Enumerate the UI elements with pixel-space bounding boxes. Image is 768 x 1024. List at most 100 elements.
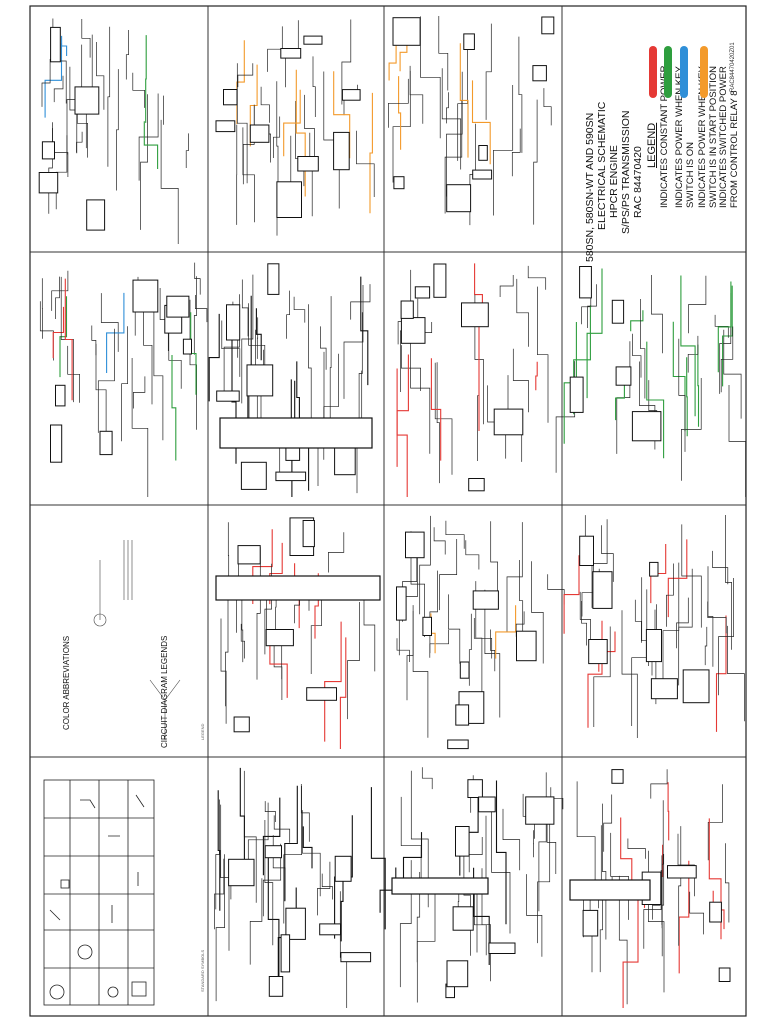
wire	[107, 26, 111, 167]
wire	[630, 310, 644, 332]
title-line-4: S/PS/PS TRANSMISSION	[620, 110, 632, 234]
wire	[356, 130, 375, 197]
wire	[396, 354, 409, 467]
wire	[61, 35, 68, 56]
component-box	[319, 923, 342, 936]
component-box	[215, 120, 236, 133]
title-line-2: ELECTRICAL SCHEMATIC	[596, 101, 608, 230]
component-box	[267, 263, 280, 295]
wire	[707, 784, 723, 861]
wire	[283, 89, 301, 157]
wire	[704, 626, 708, 666]
title-line-1: 580SN, 580SN-WT AND 590SN	[584, 112, 596, 262]
wire	[59, 296, 68, 378]
wire	[438, 16, 449, 91]
wire	[468, 837, 483, 873]
component-box	[493, 408, 524, 436]
wire	[339, 637, 347, 749]
component-box	[340, 952, 372, 963]
component-box	[422, 616, 432, 636]
component-box	[582, 909, 599, 937]
wire	[406, 611, 414, 701]
wire	[680, 275, 696, 417]
swatch-key-start	[680, 46, 688, 98]
wire	[677, 833, 695, 897]
wire	[272, 835, 286, 901]
component-box	[667, 865, 697, 879]
component-layer	[38, 16, 731, 999]
component-box	[592, 571, 613, 609]
wire	[593, 626, 611, 727]
wire	[260, 86, 270, 123]
wire	[615, 376, 625, 421]
component-box	[541, 16, 555, 35]
title-line-5: RAC 84470420	[632, 146, 644, 218]
wire	[171, 355, 177, 461]
wire	[678, 568, 693, 686]
wire	[667, 539, 688, 618]
wire	[429, 570, 438, 654]
wire	[634, 599, 642, 643]
component-box	[233, 716, 250, 733]
wire	[515, 611, 525, 637]
wire	[651, 275, 663, 354]
component-box	[74, 86, 100, 115]
wire	[262, 843, 282, 917]
wire	[681, 524, 702, 628]
wire	[718, 578, 734, 696]
wire	[474, 894, 487, 956]
component-box	[99, 430, 113, 456]
wire	[420, 16, 441, 139]
wire	[725, 515, 732, 650]
wire	[369, 92, 373, 214]
wire	[333, 71, 351, 159]
wire	[511, 128, 521, 177]
wire	[168, 331, 182, 389]
wire	[512, 348, 529, 413]
wire	[490, 629, 496, 672]
component-box	[525, 796, 555, 825]
wire	[400, 796, 422, 895]
wire	[421, 767, 433, 790]
wire	[661, 854, 665, 957]
component-box	[400, 300, 414, 319]
wire	[446, 71, 463, 197]
component-box	[333, 131, 350, 171]
wire	[392, 70, 411, 183]
component-box	[216, 390, 240, 402]
wire	[538, 772, 547, 912]
wire	[416, 880, 436, 1003]
wire	[410, 322, 431, 454]
wire	[419, 515, 431, 615]
wire	[519, 560, 524, 642]
wire	[465, 540, 480, 570]
wire	[537, 286, 549, 423]
component-box	[650, 678, 678, 700]
component-box	[446, 184, 472, 213]
wire	[293, 296, 306, 323]
wire	[343, 285, 364, 399]
component-box	[478, 796, 496, 813]
wire	[485, 23, 492, 120]
wire	[402, 832, 423, 883]
wire	[91, 325, 97, 356]
wire	[543, 88, 552, 126]
component-box	[611, 299, 625, 324]
wire	[493, 85, 514, 216]
wire	[283, 786, 302, 924]
wire	[48, 122, 53, 214]
wire	[707, 566, 714, 667]
wire	[52, 128, 69, 177]
component-box	[280, 934, 291, 973]
wire	[526, 874, 543, 957]
component-box	[396, 586, 407, 621]
wire	[96, 42, 105, 110]
wire	[531, 561, 544, 664]
wire	[687, 335, 699, 373]
component-box	[280, 48, 302, 59]
connector-block	[569, 879, 651, 901]
wire	[237, 63, 254, 88]
wire	[631, 589, 648, 726]
wire	[546, 810, 557, 874]
wire	[273, 633, 283, 700]
